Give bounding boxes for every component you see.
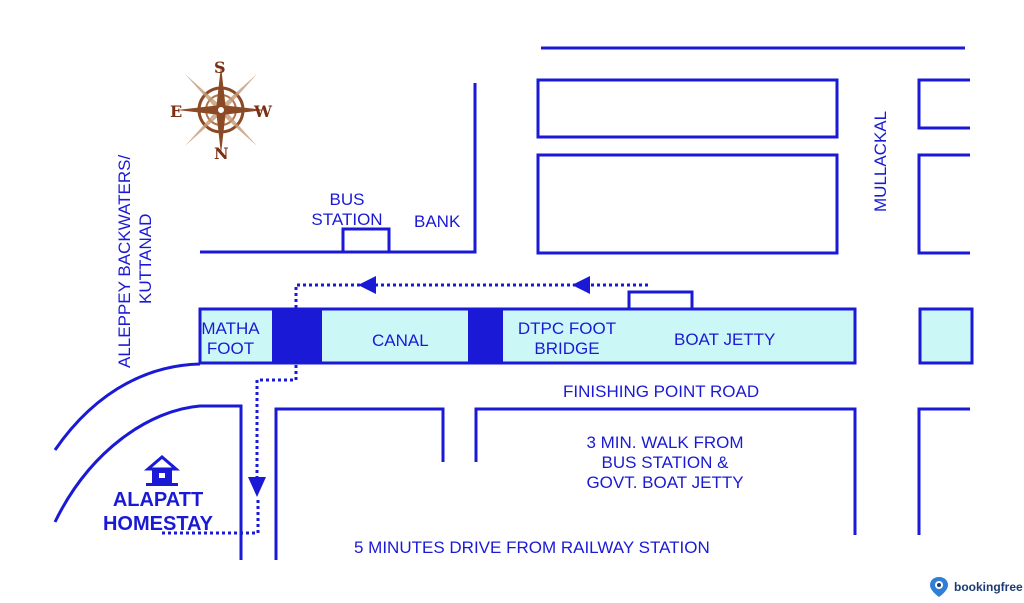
homestay-name-line1: ALAPATT bbox=[112, 489, 204, 511]
house-icon bbox=[143, 455, 181, 486]
compass-rose bbox=[177, 66, 265, 154]
bus-station-building bbox=[341, 227, 391, 254]
mullackal-label: MULLACKAL bbox=[871, 110, 890, 212]
walk-note-line3: GOVT. BOAT JETTY bbox=[586, 473, 744, 492]
canal-label: CANAL bbox=[372, 331, 429, 350]
finishing-point-road-label: FINISHING POINT ROAD bbox=[563, 382, 760, 401]
homestay-name: ALAPATT HOMESTAY bbox=[88, 488, 228, 536]
homestay-name-line2: HOMESTAY bbox=[102, 513, 214, 535]
walk-note-line1: 3 MIN. WALK FROM bbox=[586, 433, 744, 452]
bookingfree-logo-icon bbox=[930, 577, 948, 597]
bus-station-label: BUS STATION bbox=[308, 190, 386, 230]
block-far-right-top bbox=[917, 78, 970, 130]
lower-block-right bbox=[474, 407, 857, 535]
drive-note: 5 MINUTES DRIVE FROM RAILWAY STATION bbox=[354, 538, 710, 557]
compass-west: W bbox=[254, 102, 272, 121]
curved-road-lower bbox=[53, 404, 243, 560]
compass-south: S bbox=[214, 58, 226, 77]
block-top bbox=[536, 78, 839, 139]
lower-block-left bbox=[274, 407, 445, 560]
walk-note-line2: BUS STATION & bbox=[601, 453, 729, 472]
canal-continuation bbox=[918, 307, 974, 365]
backwaters-label-line2: KUTTANAD bbox=[136, 213, 155, 304]
curved-road-upper bbox=[53, 362, 201, 451]
dtpc-bridge-label-line2: BRIDGE bbox=[534, 339, 600, 358]
dtpc-bridge-label: DTPC FOOT BRIDGE bbox=[512, 319, 622, 359]
backwaters-label-line1: ALLEPPEY BACKWATERS/ bbox=[115, 154, 134, 368]
walking-route bbox=[160, 283, 648, 535]
compass-north: N bbox=[214, 144, 229, 163]
bus-station-block bbox=[200, 83, 477, 254]
dtpc-foot-bridge bbox=[468, 309, 503, 363]
bank-label: BANK bbox=[414, 212, 461, 231]
bookingfree-name: bookingfree bbox=[954, 580, 1023, 594]
block-far-right-middle bbox=[917, 153, 970, 255]
bookingfree-brand: bookingfree bbox=[928, 576, 1023, 598]
lower-block-far-right bbox=[917, 407, 970, 535]
route-arrow-left bbox=[572, 276, 590, 294]
road-network bbox=[53, 46, 970, 560]
boat-jetty-label: BOAT JETTY bbox=[674, 330, 776, 349]
matha-foot-label-line1: MATHA bbox=[201, 319, 260, 338]
compass-east: E bbox=[170, 102, 183, 121]
dtpc-bridge-label-line1: DTPC FOOT bbox=[517, 319, 617, 338]
route-arrow-down bbox=[248, 477, 266, 497]
matha-foot-label: MATHA FOOT bbox=[197, 319, 264, 359]
bus-station-label-line2: STATION bbox=[311, 210, 383, 229]
bus-station-label-line1: BUS bbox=[329, 190, 365, 209]
boat-jetty-building bbox=[627, 290, 694, 308]
route-path-to-homestay bbox=[160, 500, 260, 535]
matha-foot-label-line2: FOOT bbox=[206, 339, 255, 358]
route-path bbox=[255, 283, 648, 478]
route-arrow-left-2 bbox=[358, 276, 376, 294]
block-middle bbox=[536, 153, 839, 255]
walk-note: 3 MIN. WALK FROM BUS STATION & GOVT. BOA… bbox=[565, 433, 765, 493]
